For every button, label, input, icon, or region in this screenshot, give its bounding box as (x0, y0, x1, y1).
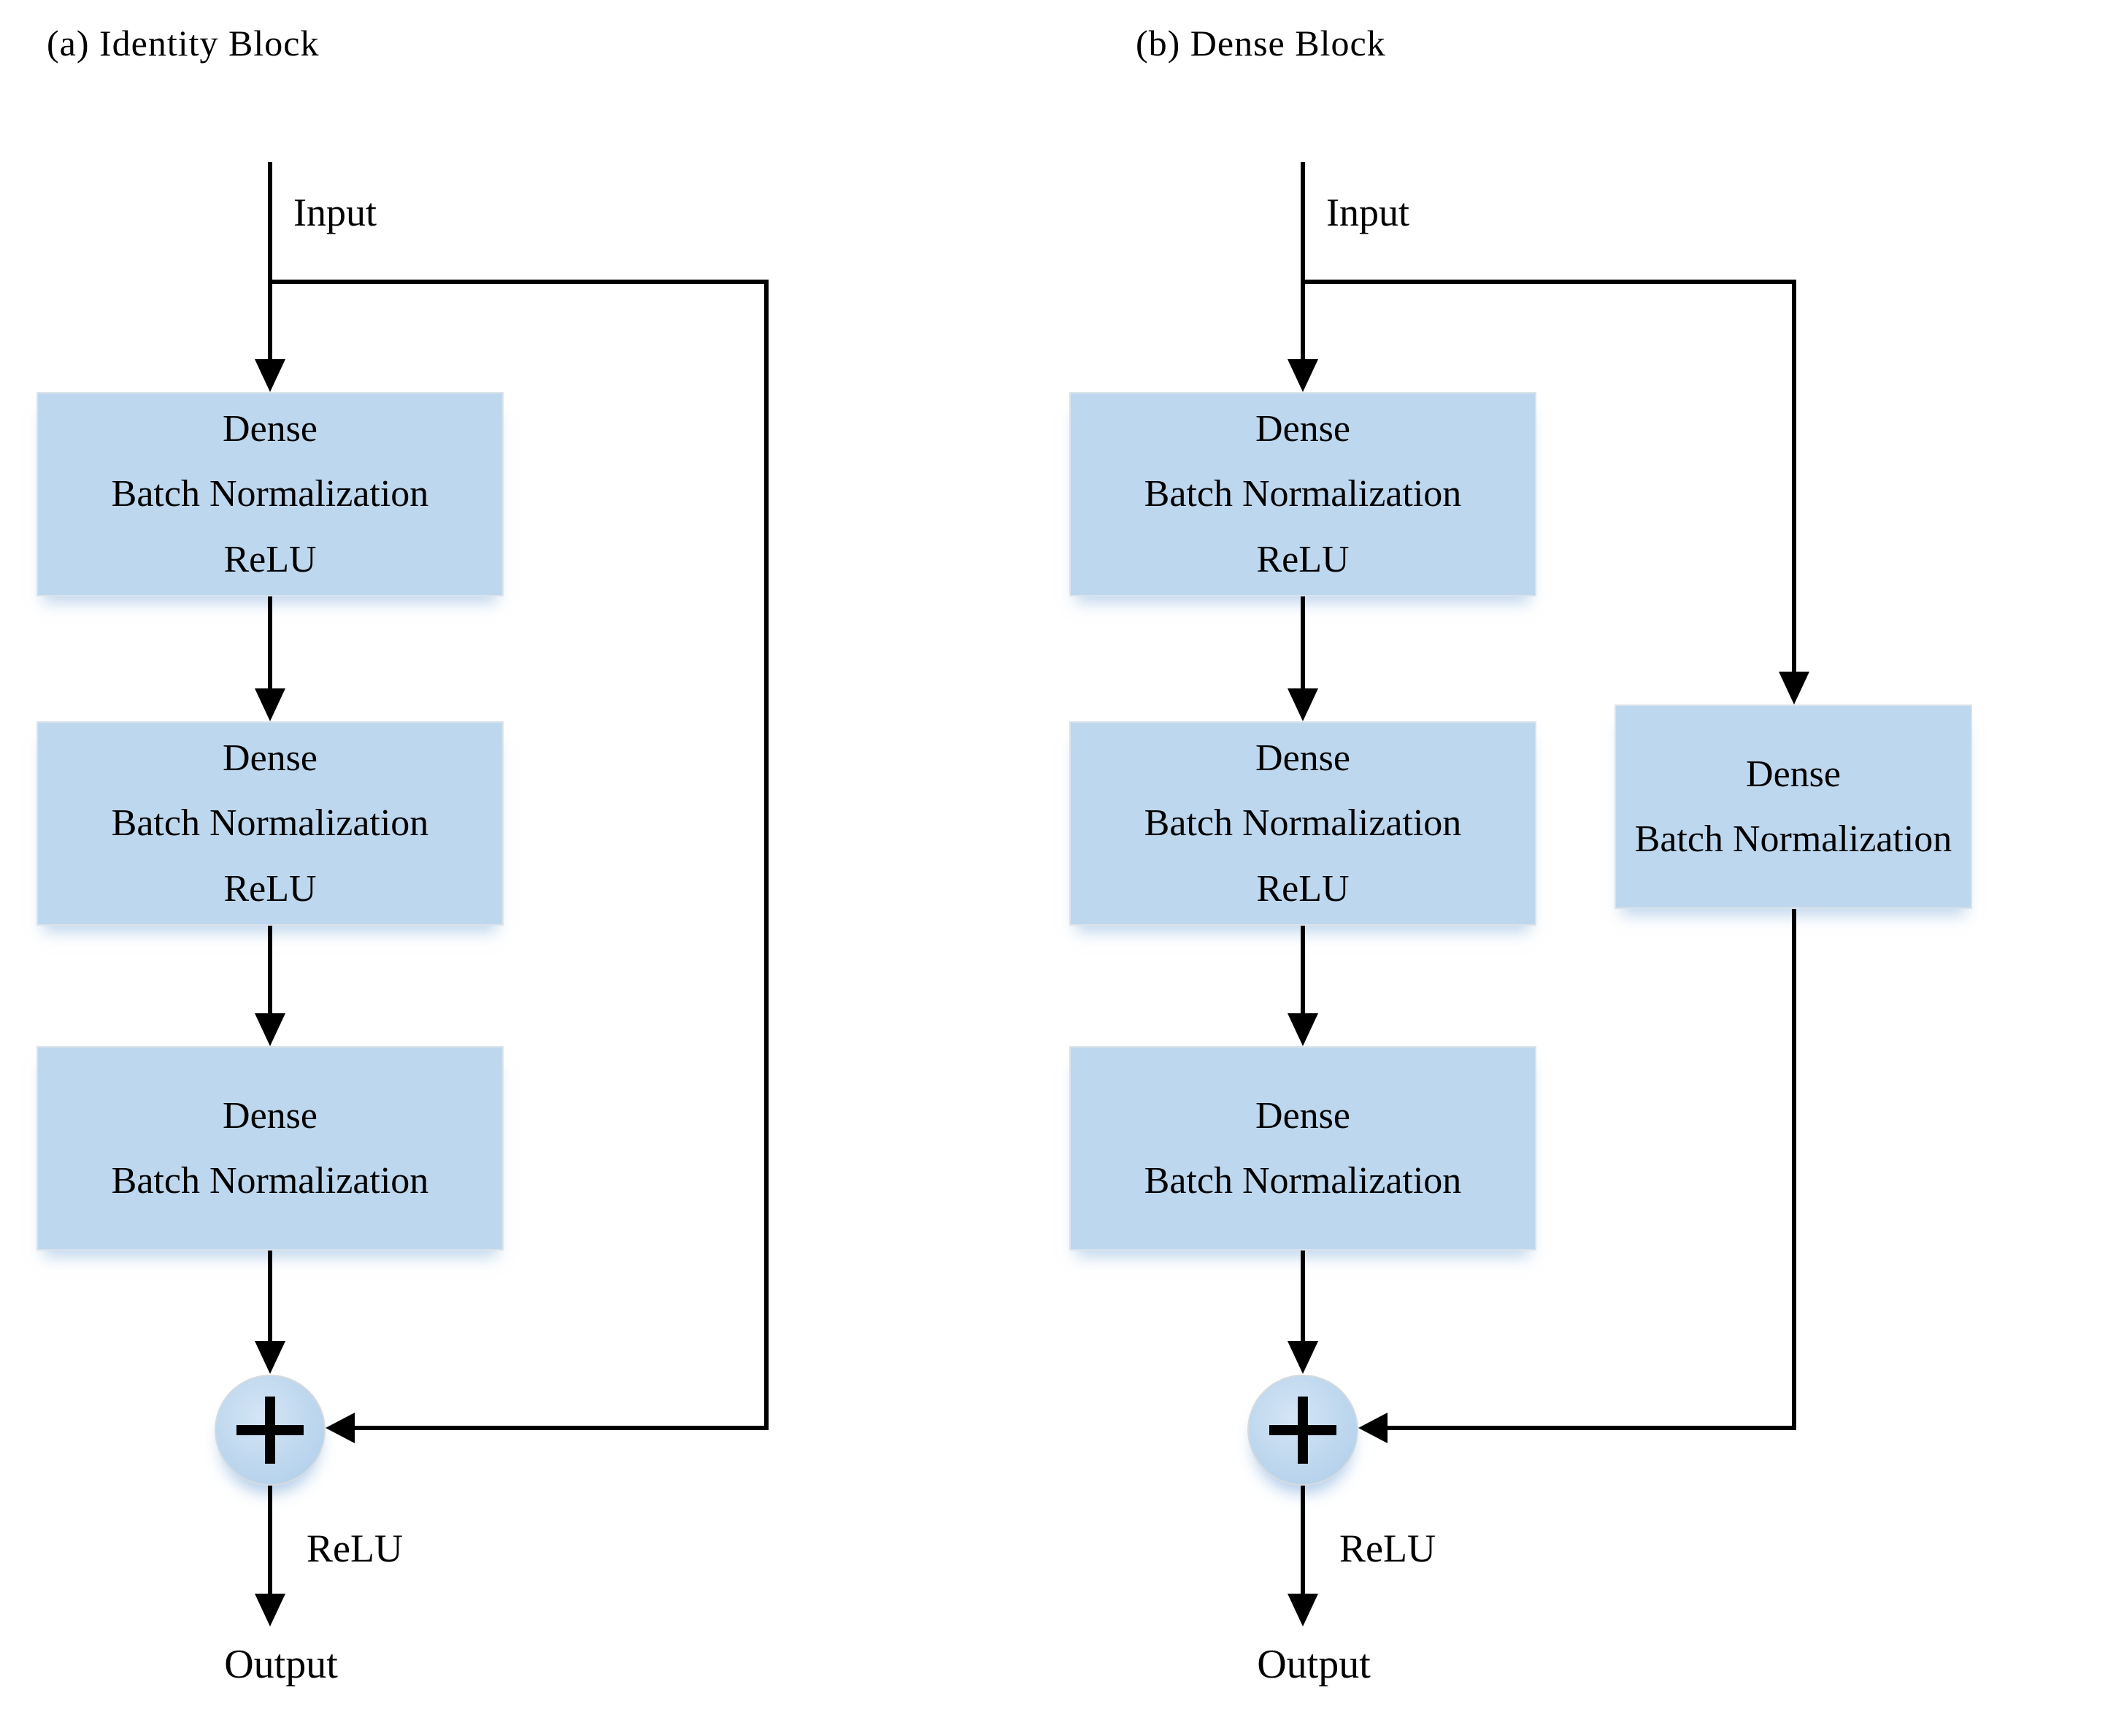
output-label: Output (224, 1642, 338, 1687)
layer-line: Batch Normalization (1144, 802, 1462, 845)
arrowhead-down-icon (1288, 1594, 1318, 1626)
skip-line (1388, 1426, 1796, 1430)
skip-layer-box-dense-bn: Dense Batch Normalization (1615, 704, 1972, 909)
layer-line: Batch Normalization (111, 473, 429, 515)
layer-box-dense-bn-relu: Dense Batch Normalization ReLU (36, 392, 504, 596)
layer-line: Dense (223, 1094, 318, 1137)
layer-line: Batch Normalization (111, 1160, 429, 1202)
layer-line: Dense (1255, 407, 1350, 450)
flow-line (268, 1251, 272, 1343)
relu-label: ReLU (1339, 1526, 1436, 1570)
layer-box-dense-bn-relu: Dense Batch Normalization ReLU (1069, 392, 1536, 596)
skip-line (355, 1426, 769, 1430)
arrowhead-down-icon (1288, 1341, 1318, 1374)
sum-junction (1247, 1375, 1358, 1486)
flow-line (1301, 162, 1305, 361)
layer-line: Batch Normalization (111, 802, 429, 845)
panel-a-title: (a) Identity Block (47, 23, 320, 64)
flow-line (268, 162, 272, 361)
layer-line: ReLU (223, 867, 317, 910)
layer-line: Batch Normalization (1144, 473, 1462, 515)
plus-icon (1298, 1397, 1308, 1464)
skip-line (1792, 909, 1796, 1430)
layer-line: Batch Normalization (1144, 1160, 1462, 1202)
input-label: Input (1326, 191, 1409, 234)
layer-box-dense-bn: Dense Batch Normalization (1069, 1046, 1536, 1251)
input-label: Input (293, 191, 377, 234)
plus-icon (265, 1397, 275, 1464)
arrowhead-down-icon (255, 1594, 285, 1626)
arrowhead-left-icon (1358, 1413, 1388, 1443)
arrowhead-down-icon (1288, 359, 1318, 392)
layer-line: Dense (223, 407, 318, 450)
skip-line (1792, 280, 1796, 672)
layer-line: Dense (223, 737, 318, 779)
flow-line (1301, 1486, 1305, 1594)
layer-line: Dense (1746, 753, 1841, 795)
arrowhead-left-icon (326, 1413, 355, 1443)
flow-line (268, 596, 272, 690)
layer-line: ReLU (223, 538, 317, 580)
arrowhead-down-icon (1288, 688, 1318, 721)
arrowhead-down-icon (1288, 1013, 1318, 1046)
skip-branch-line (1301, 280, 1796, 284)
output-label: Output (1257, 1642, 1371, 1687)
relu-label: ReLU (307, 1526, 403, 1570)
arrowhead-down-icon (1779, 672, 1809, 704)
arrowhead-down-icon (255, 1341, 285, 1374)
flow-line (1301, 596, 1305, 690)
layer-box-dense-bn-relu: Dense Batch Normalization ReLU (1069, 721, 1536, 926)
panel-b-title: (b) Dense Block (1136, 23, 1386, 64)
layer-line: Batch Normalization (1634, 818, 1952, 860)
layer-box-dense-bn-relu: Dense Batch Normalization ReLU (36, 721, 504, 926)
arrowhead-down-icon (255, 688, 285, 721)
layer-line: ReLU (1256, 867, 1350, 910)
layer-line: Dense (1255, 1094, 1350, 1137)
flow-line (1301, 1251, 1305, 1343)
flow-line (1301, 926, 1305, 1015)
layer-line: Dense (1255, 737, 1350, 779)
layer-box-dense-bn: Dense Batch Normalization (36, 1046, 504, 1251)
skip-branch-line (268, 280, 769, 284)
skip-line (764, 280, 769, 1430)
flow-line (268, 1486, 272, 1594)
layer-line: ReLU (1256, 538, 1350, 580)
flow-line (268, 926, 272, 1015)
arrowhead-down-icon (255, 1013, 285, 1046)
arrowhead-down-icon (255, 359, 285, 392)
